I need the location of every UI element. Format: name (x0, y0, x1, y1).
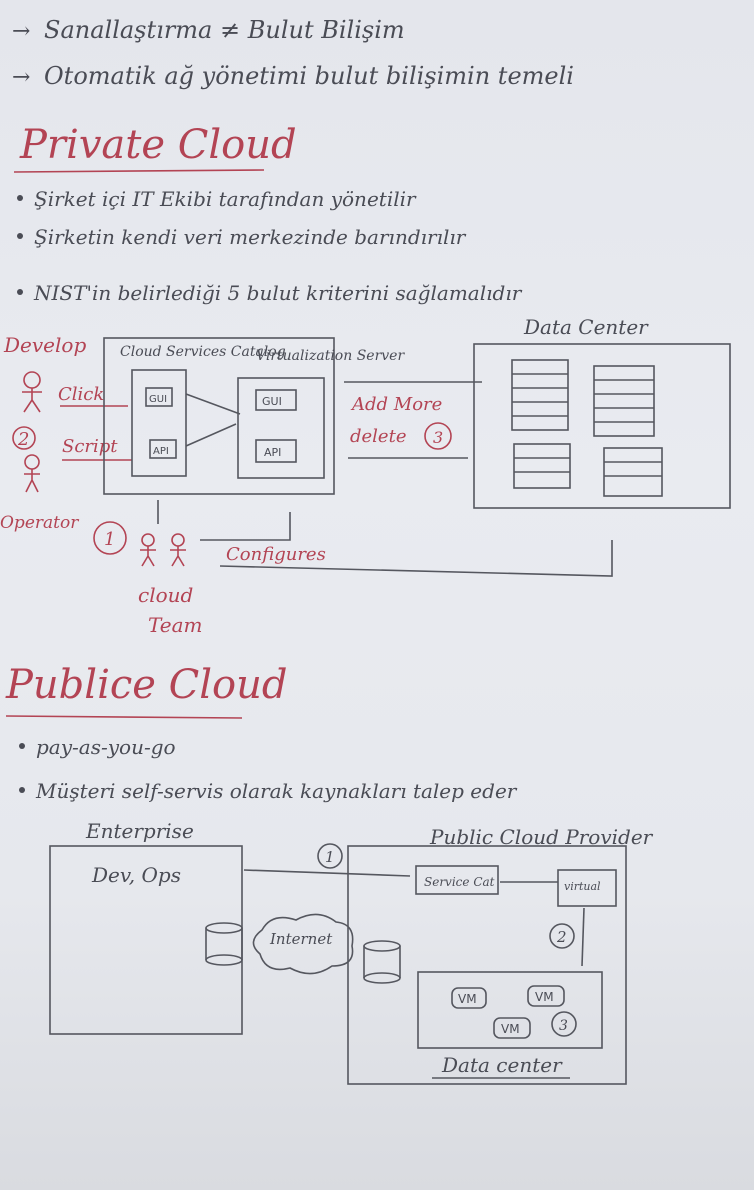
intro-arrow-1: → (12, 19, 30, 44)
cloud-team-figures-icon (140, 533, 186, 567)
public-cloud-title: Publice Cloud (5, 662, 288, 708)
service-catalog-text: Service Cat (424, 875, 495, 889)
public-bullet-2: Müşteri self-servis olarak kaynakları ta… (35, 779, 518, 803)
vm-box (527, 985, 565, 1007)
public-bullet-1: pay-as-you-go (36, 735, 176, 759)
bullet-dot (17, 233, 23, 239)
intro-text-1: Sanallaştırma ≠ Bulut Bilişim (44, 16, 405, 44)
step-circle-icon (549, 923, 575, 949)
private-title-underline (13, 169, 265, 173)
step-circle-icon (551, 1011, 577, 1037)
bullet-dot (17, 195, 23, 201)
public-datacenter-box (417, 971, 603, 1049)
step-2-number: 2 (17, 429, 29, 450)
virt-api-text: API (264, 446, 281, 459)
virt-to-dc-arrow (581, 907, 585, 967)
request-arrow (243, 869, 411, 877)
catalog-gui-text: GUI (149, 394, 167, 405)
configures-arrow (200, 512, 291, 541)
provider-box (347, 845, 627, 1085)
step-circle-icon (12, 426, 36, 450)
catalog-api-text: API (153, 446, 169, 457)
intro-text-2: Otomatik ağ yönetimi bulut bilişimin tem… (44, 62, 574, 90)
devops-label: Dev, Ops (91, 863, 181, 887)
virtual-box (557, 869, 617, 907)
private-bullet-2: Şirketin kendi veri merkezinde barındırı… (34, 225, 467, 249)
private-server-box (103, 337, 335, 495)
team-label-2: Team (148, 613, 203, 637)
script-label: Script (62, 436, 118, 457)
provider-label: Public Cloud Provider (429, 825, 654, 849)
virt-api-box (255, 439, 297, 463)
intro-line-1: → Sanallaştırma ≠ Bulut Bilişim (12, 16, 405, 44)
developer-figure-icon (22, 371, 42, 413)
public-step-1: 1 (325, 848, 335, 866)
virt-server-box (237, 377, 325, 479)
enterprise-label: Enterprise (85, 819, 194, 843)
database-icon (363, 940, 401, 984)
datacenter-label: Data Center (523, 315, 649, 339)
bullet-dot (17, 289, 23, 295)
vm-box (451, 987, 487, 1009)
intro-line-2: → Otomatik ağ yönetimi bulut bilişimin t… (12, 62, 574, 90)
delete-label: delete (350, 426, 406, 447)
virt-gui-text: GUI (262, 395, 282, 408)
developer-figure-icon (24, 454, 40, 493)
add-more-label: Add More (350, 394, 442, 415)
private-bullet-3: NIST'in belirlediği 5 bulut kriterini sa… (33, 281, 523, 305)
public-title-underline (5, 715, 243, 719)
intro-arrow-2: → (12, 65, 30, 90)
vm-label-3: VM (501, 1022, 520, 1036)
step-3-number: 3 (433, 428, 443, 447)
internet-cloud-icon (252, 913, 354, 975)
catalog-to-virt-arrows (185, 393, 241, 447)
step-1-number: 1 (104, 529, 115, 550)
vm-label-2: VM (535, 990, 554, 1004)
step-circle-icon (424, 422, 452, 450)
bullet-dot (19, 743, 25, 749)
private-cloud-title: Private Cloud (19, 122, 297, 168)
operator-label: Operator (0, 513, 79, 533)
server-racks-icon (511, 359, 663, 497)
configures-label: Configures (226, 544, 326, 565)
step-circle-icon (317, 843, 343, 869)
internet-label: Internet (269, 930, 333, 948)
catalog-gui-box (145, 387, 173, 407)
catalog-api-box (149, 439, 177, 459)
virt-label: Virtualization Server (256, 348, 405, 364)
virt-gui-box (255, 389, 297, 411)
public-datacenter-label: Data center (441, 1053, 563, 1077)
database-icon (205, 922, 243, 966)
step-circle-icon (93, 521, 127, 555)
catalog-label: Cloud Services Catalog (120, 344, 286, 360)
vm-label-1: VM (458, 992, 477, 1006)
public-cloud-diagram: Enterprise Dev, Ops 1 Internet Public Cl… (49, 819, 654, 1085)
bullet-dot (19, 787, 25, 793)
datacenter-box (473, 343, 731, 509)
private-cloud-diagram: Develop Click 2 Script Operator 1 cloud … (0, 315, 731, 637)
vm-box (493, 1017, 531, 1039)
click-label: Click (58, 384, 104, 405)
team-label-1: cloud (138, 583, 193, 607)
configures-long-arrow (219, 540, 613, 577)
virtual-text: virtual (564, 880, 601, 893)
service-catalog-box (415, 865, 499, 895)
public-step-2: 2 (556, 928, 567, 946)
develop-label: Develop (3, 333, 86, 357)
private-bullet-1: Şirket içi IT Ekibi tarafından yönetilir (34, 187, 417, 211)
catalog-box (131, 369, 187, 477)
public-step-3: 3 (559, 1018, 568, 1034)
